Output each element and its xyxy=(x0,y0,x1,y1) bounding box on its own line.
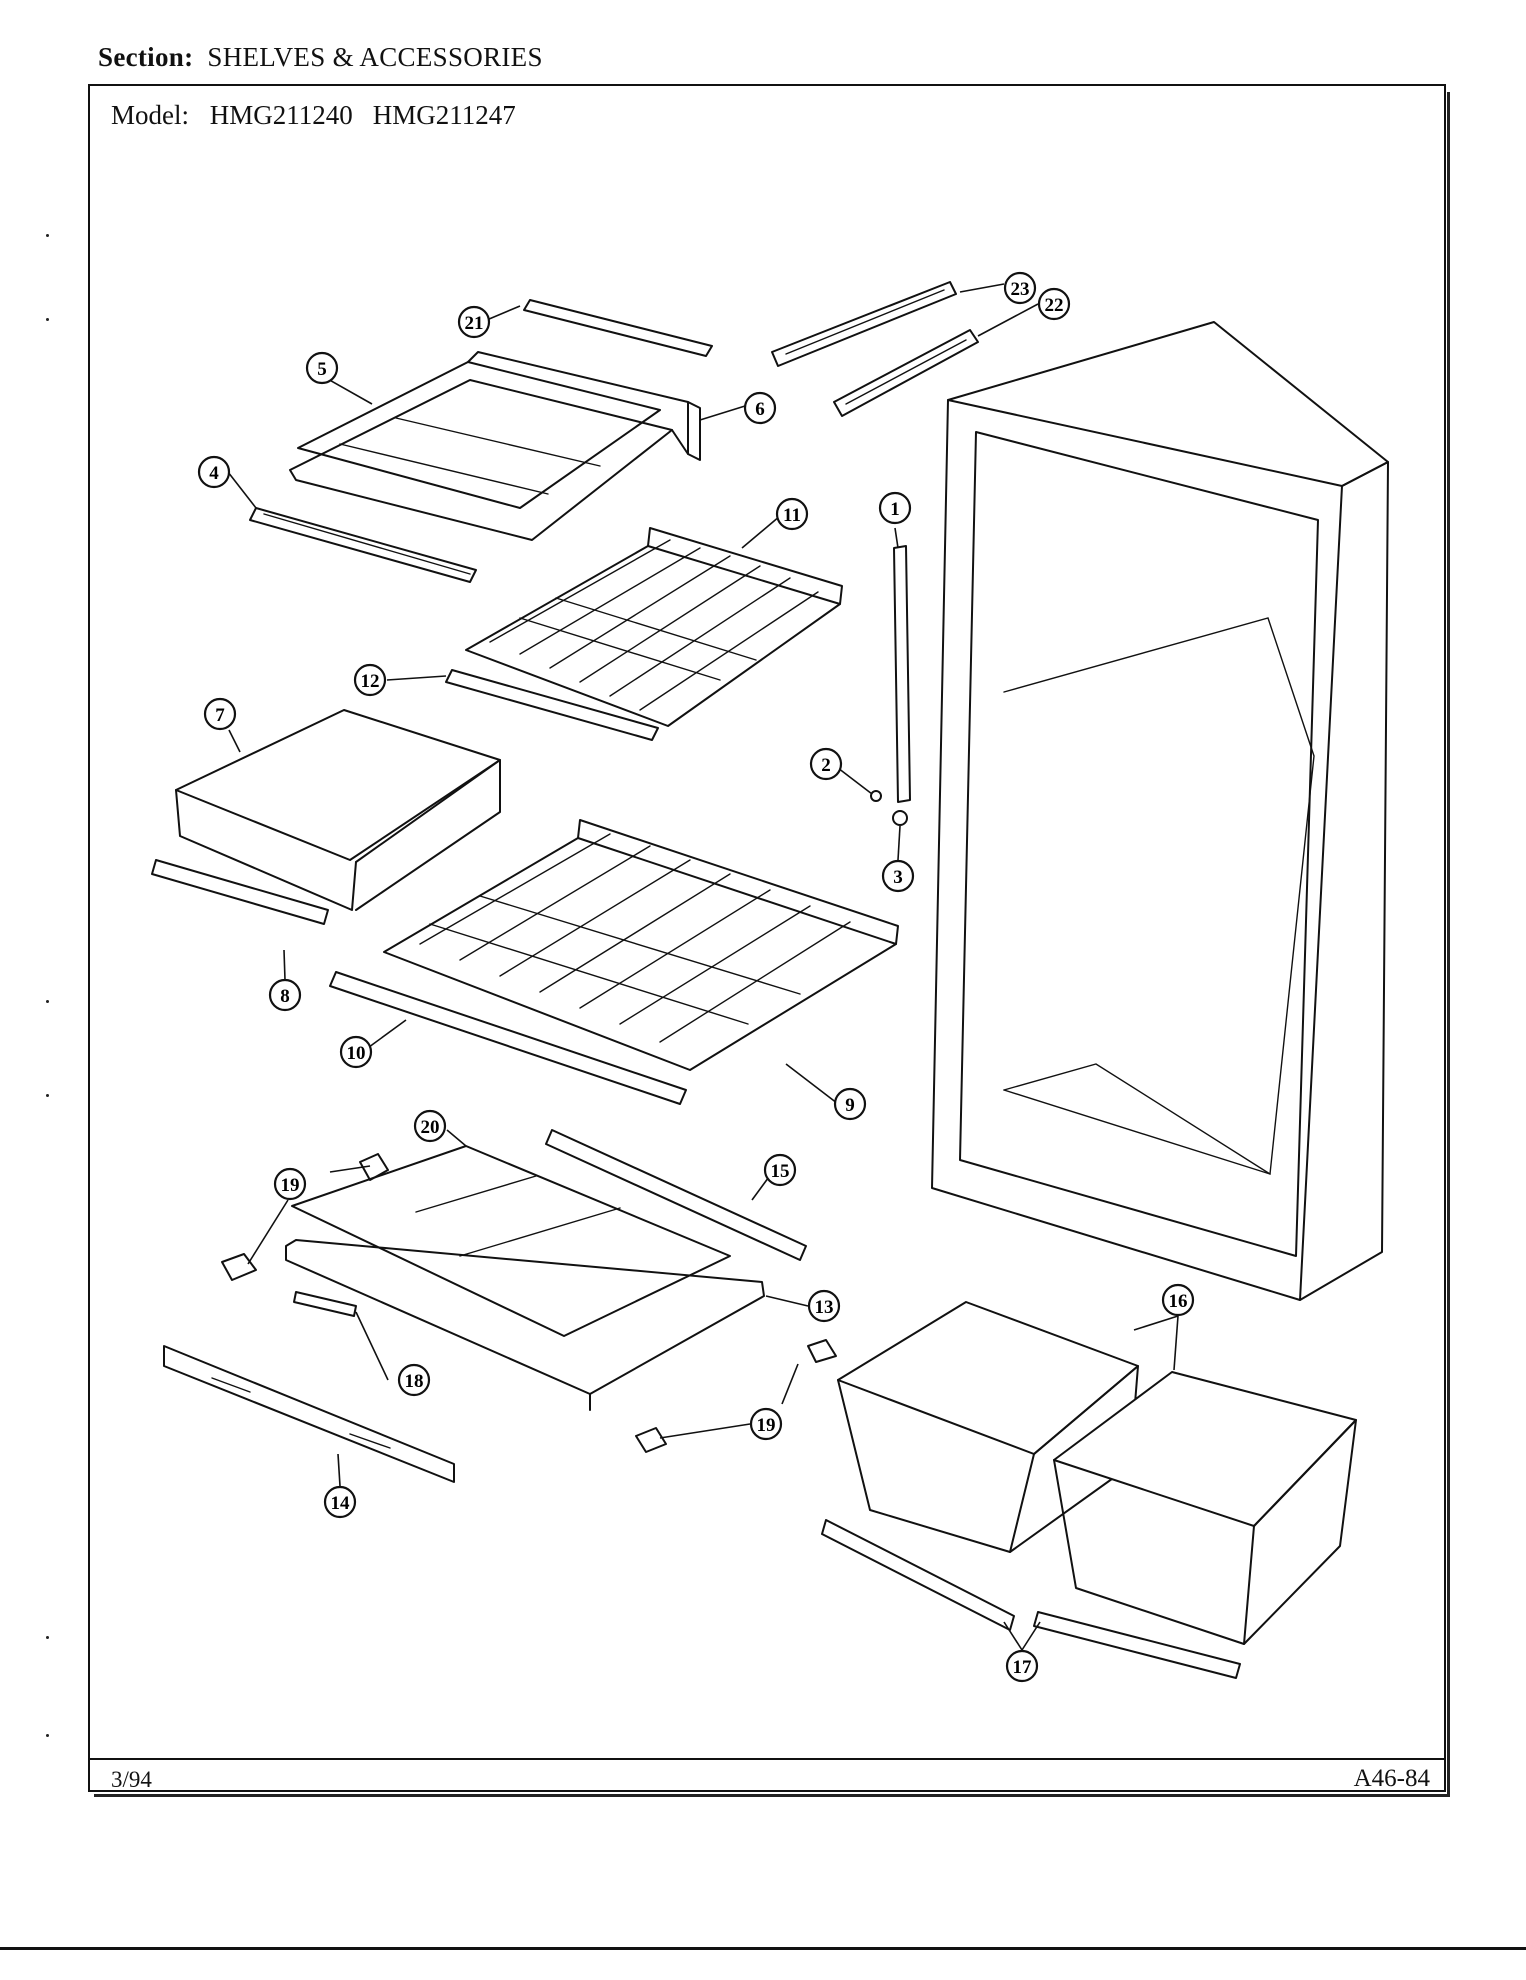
part-22-rail xyxy=(833,329,979,417)
callout-23: 23 xyxy=(1003,271,1037,305)
callout-8: 8 xyxy=(268,978,302,1012)
part-19-clip-c xyxy=(807,1339,837,1363)
svg-text:1: 1 xyxy=(890,499,900,520)
callout-12: 12 xyxy=(353,663,387,697)
callout-19-right: 19 xyxy=(749,1407,783,1441)
part-19-clip-d xyxy=(635,1427,667,1453)
diagram-frame xyxy=(88,84,1446,1792)
svg-text:6: 6 xyxy=(755,399,765,420)
scan-dot xyxy=(46,1734,49,1737)
part-5-glass-shelf xyxy=(289,361,673,541)
part-15-trim xyxy=(545,1129,807,1261)
part-19-clip-a xyxy=(359,1153,389,1181)
model-line: Model: HMG211240 HMG211247 xyxy=(111,100,536,131)
callout-11: 11 xyxy=(775,497,809,531)
scan-dot xyxy=(46,1636,49,1639)
callout-3: 3 xyxy=(881,859,915,893)
callout-21: 21 xyxy=(457,305,491,339)
callout-22: 22 xyxy=(1037,287,1071,321)
footer-date: 3/94 xyxy=(111,1767,152,1792)
callout-2: 2 xyxy=(809,747,843,781)
part-21-trim xyxy=(523,299,713,357)
svg-text:14: 14 xyxy=(331,1493,351,1514)
section-title: Section: SHELVES & ACCESSORIES xyxy=(98,42,543,73)
svg-text:17: 17 xyxy=(1013,1657,1033,1678)
part-7-meat-keeper xyxy=(175,709,501,911)
callout-19-left: 19 xyxy=(273,1167,307,1201)
svg-text:9: 9 xyxy=(845,1095,855,1116)
part-20-glass-cover xyxy=(291,1145,731,1337)
callout-17: 17 xyxy=(1005,1649,1039,1683)
scan-dot xyxy=(46,234,49,237)
svg-text:3: 3 xyxy=(893,867,903,888)
part-11-wire-shelf xyxy=(465,527,843,727)
part-13-crisper-frame xyxy=(285,1239,765,1411)
svg-text:8: 8 xyxy=(280,986,290,1007)
refrigerator-cabinet xyxy=(931,321,1389,1301)
part-12-trim xyxy=(445,669,659,741)
part-10-trim xyxy=(329,971,687,1105)
scan-dot xyxy=(46,318,49,321)
svg-text:20: 20 xyxy=(421,1117,440,1138)
footer-divider xyxy=(88,1758,1446,1760)
part-17-trim-right xyxy=(1033,1611,1241,1679)
part-18-slide xyxy=(293,1291,357,1317)
callout-9: 9 xyxy=(833,1087,867,1121)
section-label: Section: xyxy=(98,42,194,72)
part-1-ladder xyxy=(893,545,911,803)
part-2-screw xyxy=(870,790,882,802)
footer-code: A46-84 xyxy=(1353,1765,1430,1792)
svg-text:7: 7 xyxy=(215,705,225,726)
callout-5: 5 xyxy=(305,351,339,385)
callout-18: 18 xyxy=(397,1363,431,1397)
svg-text:11: 11 xyxy=(783,505,801,526)
model-label: Model: xyxy=(111,100,189,130)
svg-text:10: 10 xyxy=(347,1043,366,1064)
part-3-cap xyxy=(892,810,908,826)
svg-text:18: 18 xyxy=(405,1371,424,1392)
svg-text:19: 19 xyxy=(281,1175,300,1196)
part-6-shelf-bracket xyxy=(467,351,701,461)
part-19-clip-b xyxy=(221,1253,257,1281)
callout-6: 6 xyxy=(743,391,777,425)
callout-10: 10 xyxy=(339,1035,373,1069)
part-14-front-panel xyxy=(163,1345,455,1483)
callout-14: 14 xyxy=(323,1485,357,1519)
svg-text:23: 23 xyxy=(1011,279,1030,300)
svg-text:2: 2 xyxy=(821,755,831,776)
part-16-crisper-pan-right xyxy=(1053,1371,1357,1645)
part-8-trim xyxy=(151,859,329,925)
svg-text:5: 5 xyxy=(317,359,327,380)
callout-20: 20 xyxy=(413,1109,447,1143)
part-9-wire-shelf xyxy=(383,819,899,1071)
svg-text:21: 21 xyxy=(465,313,484,334)
leader-lines xyxy=(227,283,1179,1651)
model-number-2: HMG211247 xyxy=(372,100,516,130)
svg-text:12: 12 xyxy=(361,671,380,692)
svg-text:13: 13 xyxy=(815,1297,834,1318)
part-4-front-trim xyxy=(249,507,477,583)
part-17-trim-left xyxy=(821,1519,1015,1631)
svg-text:16: 16 xyxy=(1169,1291,1188,1312)
svg-text:22: 22 xyxy=(1045,295,1064,316)
callout-13: 13 xyxy=(807,1289,841,1323)
callout-16: 16 xyxy=(1161,1283,1195,1317)
callout-4: 4 xyxy=(197,455,231,489)
section-name: SHELVES & ACCESSORIES xyxy=(207,42,543,72)
svg-text:15: 15 xyxy=(771,1161,790,1182)
part-23-rail xyxy=(771,281,957,367)
svg-text:19: 19 xyxy=(757,1415,776,1436)
callout-7: 7 xyxy=(203,697,237,731)
model-list: HMG211240 HMG211247 xyxy=(210,100,536,130)
bottom-rule xyxy=(0,1947,1526,1950)
part-16-crisper-pan-left xyxy=(837,1301,1139,1553)
svg-text:4: 4 xyxy=(209,463,219,484)
scan-dot xyxy=(46,1094,49,1097)
callout-15: 15 xyxy=(763,1153,797,1187)
model-number-1: HMG211240 xyxy=(209,100,353,130)
callout-1: 1 xyxy=(878,491,912,525)
scan-dot xyxy=(46,1000,49,1003)
